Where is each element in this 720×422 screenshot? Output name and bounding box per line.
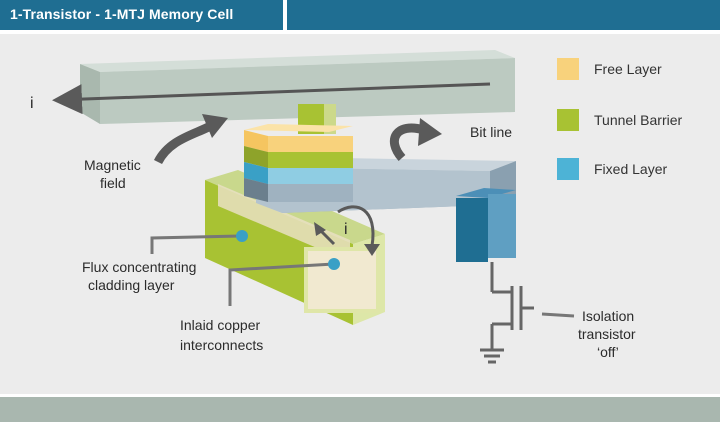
current-label-top: i [30,95,34,112]
legend-swatch-fixed-layer [557,158,579,180]
legend-swatch-tunnel-barrier [557,109,579,131]
legend-label-free-layer: Free Layer [594,61,662,77]
leader-lines [150,234,575,318]
cladding-block [205,170,385,325]
magnetic-field-arrow-left [153,114,228,165]
flux-label-line2: cladding layer [88,277,175,293]
isolation-label-line1: Isolation [582,308,634,324]
current-loop-arrow [314,205,380,256]
bit-line-bar [52,50,515,124]
page-title: 1-Transistor - 1-MTJ Memory Cell [10,6,234,22]
footer-bar [0,397,720,422]
magnetic-field-label-line1: Magnetic [84,157,141,173]
current-label-mid: i [344,221,348,238]
flux-marker-dot [236,230,248,242]
legend-swatch-free-layer [557,58,579,80]
copper-label-line2: interconnects [180,337,263,353]
isolation-label-line2: transistor [578,326,636,342]
isolation-label-line3: ‘off’ [597,344,619,360]
legend: Free Layer Tunnel Barrier Fixed Layer [557,58,683,180]
copper-marker-dot [328,258,340,270]
legend-label-tunnel-barrier: Tunnel Barrier [594,112,683,128]
magnetic-field-arrow-right [389,118,442,161]
header-bar-right [287,0,720,30]
magnetic-field-label-line2: field [100,175,126,191]
flux-label-line1: Flux concentrating [82,259,196,275]
header-bar: 1-Transistor - 1-MTJ Memory Cell [0,0,283,30]
transistor-column [456,188,516,262]
mtj-stack [244,124,353,202]
legend-label-fixed-layer: Fixed Layer [594,161,667,177]
transistor-symbol [480,262,534,364]
copper-label-line1: Inlaid copper [180,317,261,333]
bit-line-label: Bit line [470,124,512,140]
